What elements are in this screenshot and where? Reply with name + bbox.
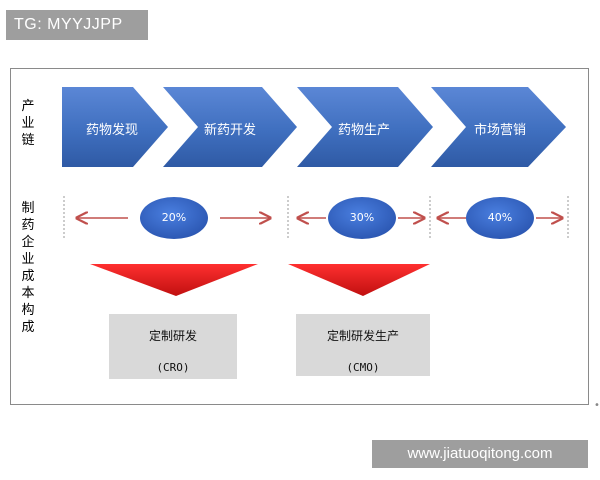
box-cmo: 定制研发生产 (CMO): [296, 314, 430, 376]
box-cro: 定制研发 (CRO): [109, 314, 237, 379]
row-label-char: 业: [21, 116, 35, 131]
row-label-chain: 产 业 链: [19, 98, 37, 149]
row-label-char: 产: [21, 99, 35, 114]
funnel-cro: [90, 264, 258, 296]
row-label-char: 链: [21, 133, 35, 148]
share-label-20: 20%: [161, 211, 187, 224]
share-ellipse-20: [140, 197, 208, 239]
chevron-marketing: [431, 87, 566, 167]
row-label-char: 业: [21, 252, 35, 267]
box-title: 定制研发生产: [326, 329, 399, 343]
share-label-40: 40%: [487, 211, 513, 224]
row-label-cost: 制 药 企 业 成 本 构 成: [19, 200, 37, 336]
tg-label: TG: MYYJJPP: [6, 10, 148, 40]
share-ellipse-40: [466, 197, 534, 239]
box-abbr: (CMO): [346, 361, 380, 374]
step-label-marketing: 市场营销: [473, 123, 526, 138]
row-label-char: 本: [21, 286, 35, 301]
footnote-mark: •: [594, 400, 600, 411]
step-label-production: 药物生产: [337, 123, 390, 138]
step-label-development: 新药开发: [203, 123, 256, 138]
watermark: www.jiatuoqitong.com: [372, 440, 588, 468]
chevron-development: [163, 87, 297, 167]
share-label-30: 30%: [349, 211, 375, 224]
row-label-char: 药: [21, 218, 35, 233]
row-label-char: 成: [21, 269, 35, 284]
row-label-char: 制: [21, 201, 35, 216]
row-label-char: 成: [21, 320, 35, 335]
box-title: 定制研发: [148, 329, 197, 343]
box-abbr: (CRO): [156, 361, 190, 374]
share-ellipse-30: [328, 197, 396, 239]
step-label-discovery: 药物发现: [85, 123, 138, 138]
chevron-production: [297, 87, 433, 167]
funnel-cmo: [288, 264, 430, 296]
chevron-discovery: [62, 87, 168, 167]
row-label-char: 构: [21, 303, 35, 318]
row-label-char: 企: [21, 235, 35, 250]
diagram-frame: [10, 68, 589, 405]
